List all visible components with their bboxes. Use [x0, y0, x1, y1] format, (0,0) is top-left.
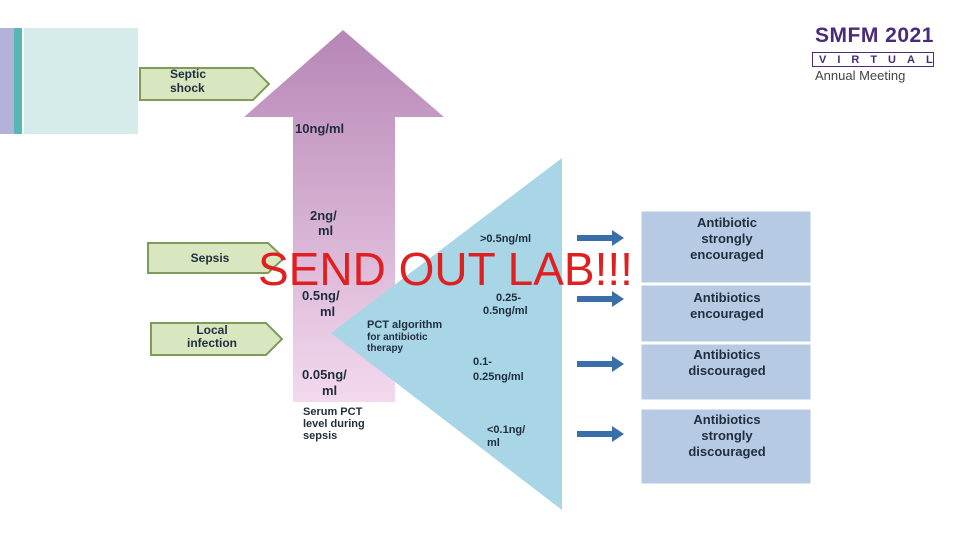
outcome-label: discouraged [688, 444, 765, 459]
outcome-label: discouraged [688, 363, 765, 378]
left-arrow-local-infection [150, 322, 284, 356]
triangle-title: therapy [367, 343, 404, 354]
outcome-box-1 [640, 210, 812, 284]
threshold-label: 0.1- [473, 356, 492, 368]
small-arrows [577, 230, 624, 442]
vertical-arrow-caption: level during [303, 418, 365, 430]
outcome-box-2 [640, 284, 812, 343]
logo-subtitle: Annual Meeting [815, 68, 906, 83]
outcome-box-3 [640, 343, 812, 401]
outcome-label: Antibiotics [693, 290, 760, 305]
algorithm-triangle [331, 158, 562, 510]
decor-bar-teal [14, 28, 22, 134]
pct-level: 0.05ng/ [302, 367, 347, 382]
left-arrow-label: Septic [170, 67, 206, 81]
left-arrow-label: Sepsis [191, 251, 230, 265]
vertical-arrow-caption: Serum PCT [303, 406, 363, 418]
outcome-label: Antibiotics [693, 347, 760, 362]
threshold-label: 0.5ng/ml [483, 305, 528, 317]
left-arrow-sepsis [147, 242, 286, 274]
left-arrow-label: Local [196, 323, 227, 337]
logo-title: SMFM 2021 [815, 24, 934, 47]
pct-level: 2ng/ [310, 208, 337, 223]
pct-level: ml [322, 383, 337, 398]
pct-level: 0.5ng/ [302, 288, 340, 303]
pointer-arrow-1 [577, 230, 624, 246]
vertical-arrow-caption: sepsis [303, 430, 337, 442]
outcome-label: Antibiotic [697, 215, 757, 230]
threshold-label: <0.1ng/ [487, 424, 525, 436]
threshold-label: 0.25ng/ml [473, 371, 524, 383]
threshold-label: ml [487, 437, 500, 449]
left-arrow-label: infection [187, 336, 237, 350]
outcome-label: strongly [701, 231, 753, 246]
outcome-label: strongly [701, 428, 753, 443]
left-arrow-label: shock [170, 81, 205, 95]
pointer-arrow-2 [577, 291, 624, 307]
decor-panel [24, 28, 138, 134]
outcome-label: Antibiotics [693, 412, 760, 427]
triangle-title: PCT algorithm [367, 319, 442, 331]
outcome-label: encouraged [690, 247, 764, 262]
outcome-box-4 [640, 408, 812, 485]
overlay-text: SEND OUT LAB!!! [258, 243, 633, 295]
pct-level: 10ng/ml [295, 121, 344, 136]
left-arrow-septic-shock [139, 67, 271, 101]
pointer-arrow-3 [577, 356, 624, 372]
threshold-label: 0.25- [496, 292, 521, 304]
pct-level: ml [318, 223, 333, 238]
triangle-title: for antibiotic [367, 332, 428, 343]
pointer-arrow-4 [577, 426, 624, 442]
decor-bar-purple [0, 28, 14, 134]
logo-virtual: VIRTUAL [812, 52, 934, 67]
outcome-label: encouraged [690, 306, 764, 321]
pct-level: ml [320, 304, 335, 319]
threshold-label: >0.5ng/ml [480, 233, 531, 245]
